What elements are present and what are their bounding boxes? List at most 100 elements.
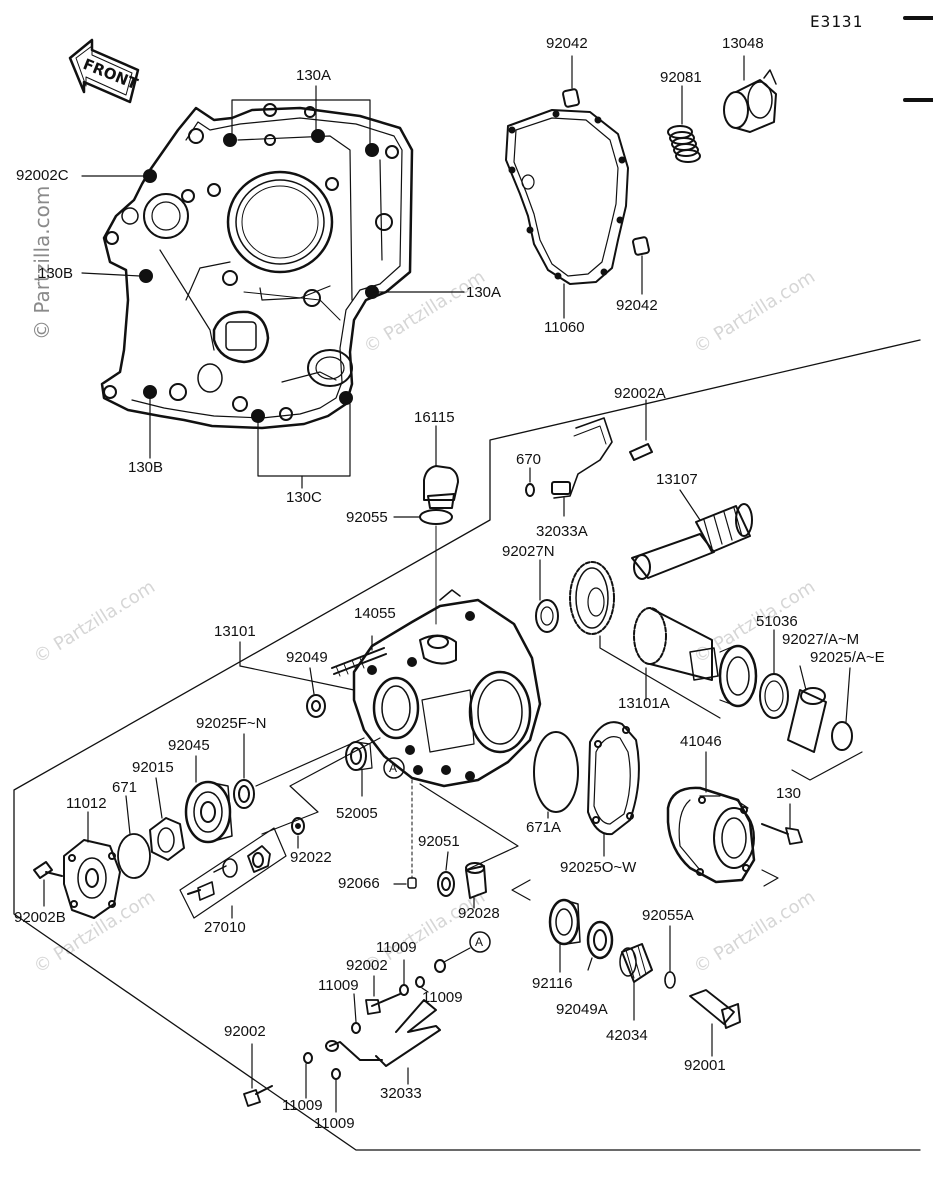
stud-14055 xyxy=(331,647,387,677)
part-label-51036: 51036 xyxy=(756,613,798,630)
washer-92022 xyxy=(291,817,305,849)
part-label-92002: 92002 xyxy=(346,957,388,974)
flange-11012 xyxy=(63,811,121,919)
nut-11009 xyxy=(303,959,446,1113)
clip-670 xyxy=(525,467,535,497)
part-label-92025O-W: 92025O~W xyxy=(560,859,637,876)
part-label-92001: 92001 xyxy=(684,1057,726,1074)
coupling-13048 xyxy=(723,69,777,133)
part-label-130: 130 xyxy=(776,785,802,802)
pinion-13101A xyxy=(633,607,758,708)
part-label-92022: 92022 xyxy=(290,849,332,866)
part-label-92049: 92049 xyxy=(286,649,328,666)
gasket-92025OW xyxy=(587,721,640,857)
part-label-92002C: 92002C xyxy=(16,167,69,184)
bolt-92002-mid xyxy=(365,975,401,1015)
callout-a-marker xyxy=(383,757,405,779)
washer-92055A xyxy=(664,925,676,989)
part-label-92002A: 92002A xyxy=(614,385,666,402)
pin-92066 xyxy=(407,779,417,889)
sensor-27010 xyxy=(179,827,287,919)
part-label-11009: 11009 xyxy=(422,989,463,1006)
washer-92055 xyxy=(393,509,453,525)
part-label-11009: 11009 xyxy=(314,1115,355,1132)
seal-92049A xyxy=(586,920,614,971)
crankcase-cover xyxy=(100,103,414,430)
part-label-130A: 130A xyxy=(466,284,502,301)
part-label-14055: 14055 xyxy=(354,605,396,622)
bolt-92002B xyxy=(33,861,63,907)
part-label-92055: 92055 xyxy=(346,509,388,526)
bracket-32033 xyxy=(325,999,441,1085)
plug-16115 xyxy=(423,425,459,509)
part-label-92015: 92015 xyxy=(132,759,174,776)
part-label-13048: 13048 xyxy=(722,35,764,52)
part-label-670: 670 xyxy=(516,451,542,468)
shim-92027N xyxy=(535,559,559,633)
bushing-92028 xyxy=(465,862,487,899)
reference-code: E3131 xyxy=(810,12,864,31)
part-label-11060: 11060 xyxy=(544,319,585,336)
gear-case-13101 xyxy=(352,589,542,788)
part-label-92051: 92051 xyxy=(418,833,460,850)
part-label-92028: 92028 xyxy=(458,905,500,922)
part-label-92025-a-e: 92025/A~E xyxy=(810,649,885,666)
gear-42034 xyxy=(619,943,653,1021)
part-label-52005: 52005 xyxy=(336,805,378,822)
part-label-27010: 27010 xyxy=(204,919,246,936)
part-label-11009: 11009 xyxy=(376,939,417,956)
part-label-92002B: 92002B xyxy=(14,909,66,926)
sleeve xyxy=(787,665,827,753)
part-label-11009: 11009 xyxy=(282,1097,323,1114)
shim-92025FN xyxy=(233,733,255,809)
part-label-32033A: 32033A xyxy=(536,523,588,540)
part-label-92027-a-m: 92027/A~M xyxy=(782,631,860,648)
part-label-92002: 92002 xyxy=(224,1023,266,1040)
bearing-92045 xyxy=(184,755,233,844)
part-label-92042: 92042 xyxy=(546,35,588,52)
callout-a-label: A xyxy=(389,761,398,775)
part-label-130A: 130A xyxy=(296,67,332,84)
part-label-130B: 130B xyxy=(38,265,74,282)
part-label-13101A: 13101A xyxy=(618,695,670,712)
shaft-13107 xyxy=(631,489,753,580)
part-label-92116: 92116 xyxy=(532,975,573,992)
dowel-pin-92042 xyxy=(632,236,650,256)
callout-a-label: A xyxy=(475,935,484,949)
shim-51036 xyxy=(759,629,789,719)
part-label-42034: 42034 xyxy=(606,1027,648,1044)
part-label-11012: 11012 xyxy=(66,795,107,812)
spring-92081 xyxy=(667,125,701,163)
part-label-92081: 92081 xyxy=(660,69,702,86)
callout-a-marker xyxy=(469,931,491,953)
o-ring-671 xyxy=(117,795,151,879)
part-label-13107: 13107 xyxy=(656,471,698,488)
ring-gear xyxy=(569,561,615,635)
dowel-pin-92042 xyxy=(562,88,580,108)
bolt-92002A xyxy=(629,399,653,461)
front-arrow-icon xyxy=(68,38,140,104)
part-label-41046: 41046 xyxy=(680,733,722,750)
part-label-92027N: 92027N xyxy=(502,543,555,560)
part-label-32033: 32033 xyxy=(380,1085,422,1102)
housing-41046 xyxy=(666,751,756,884)
bearing-92116 xyxy=(548,898,581,973)
o-ring-671A xyxy=(533,731,579,819)
part-label-130C: 130C xyxy=(286,489,322,506)
part-label-92049A: 92049A xyxy=(556,1001,608,1018)
part-label-92025F-N: 92025F~N xyxy=(196,715,267,732)
part-label-92042: 92042 xyxy=(616,297,658,314)
part-label-92045: 92045 xyxy=(168,737,210,754)
seal-92049 xyxy=(306,667,326,718)
gasket-11060 xyxy=(505,109,629,285)
part-label-130B: 130B xyxy=(128,459,164,476)
part-label-16115: 16115 xyxy=(414,409,455,426)
seal-92051 xyxy=(437,871,455,897)
bolt-92001 xyxy=(689,989,741,1057)
seal-52005 xyxy=(345,741,373,797)
part-label-92066: 92066 xyxy=(338,875,380,892)
part-label-11009: 11009 xyxy=(318,977,359,994)
part-label-13101: 13101 xyxy=(214,623,256,640)
